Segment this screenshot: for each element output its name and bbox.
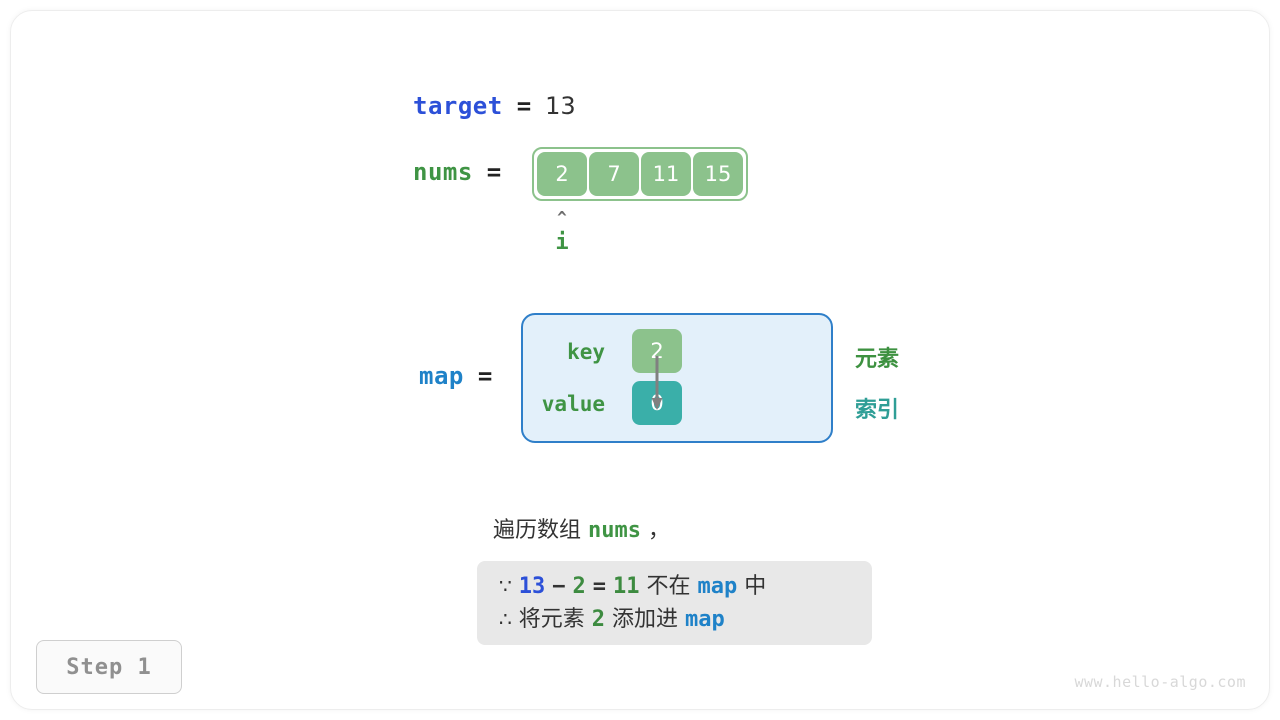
note-line-because: ∵ 13 − 2 = 11 不在 map 中 [499,570,850,603]
target-assignment: target = 13 [413,92,576,120]
note-text-end: 中 [737,574,767,599]
note-text-mid: 不在 [639,574,698,599]
note-code-map: map [697,574,738,599]
note2-text-start: 将元素 [511,607,592,632]
target-variable-name: target [413,92,503,120]
nums-assignment: nums = [413,158,515,186]
note-operand-b: 2 [572,574,586,599]
note-result: 11 [612,574,640,599]
note2-text-mid: 添加进 [604,607,685,632]
map-key-row-label: key [567,340,605,364]
note-line-therefore: ∴ 将元素 2 添加进 map [499,603,850,636]
key-to-value-arrow-icon [651,356,663,410]
nums-array-container: 2 7 11 15 [532,147,748,201]
note-minus-sign: − [552,574,566,599]
map-variable-name: map [419,362,464,390]
note-equals-sign: = [592,574,606,599]
because-symbol: ∵ [499,574,512,598]
caption-prefix: 遍历数组 [493,518,588,543]
step-badge: Step 1 [36,640,182,694]
map-assignment: map = [419,362,506,390]
note-operand-a: 13 [518,574,546,599]
note2-code-map: map [684,607,725,632]
target-value: 13 [545,92,576,120]
pointer-label-i: i [555,230,569,255]
caption-suffix: ， [640,518,670,543]
array-cell: 15 [693,152,743,196]
pointer-caret-icon: ^ [557,208,567,227]
array-cell: 2 [537,152,587,196]
map-side-label-index: 索引 [855,398,900,423]
target-equals-sign: = [516,92,532,120]
explanation-note-box: ∵ 13 − 2 = 11 不在 map 中 ∴ 将元素 2 添加进 map [477,561,872,645]
note2-element-value: 2 [591,607,605,632]
caption-code-nums: nums [588,518,641,543]
array-cell: 11 [641,152,691,196]
therefore-symbol: ∴ [499,607,512,631]
map-value-row-label: value [541,392,605,416]
watermark: www.hello-algo.com [1074,673,1246,691]
map-entry-key-cell: 2 [632,329,682,373]
nums-equals-sign: = [486,158,502,186]
map-side-label-element: 元素 [855,347,900,372]
array-cell: 7 [589,152,639,196]
caption-traverse-line: 遍历数组 nums ， [493,512,670,544]
map-equals-sign: = [477,362,493,390]
nums-variable-name: nums [413,158,473,186]
